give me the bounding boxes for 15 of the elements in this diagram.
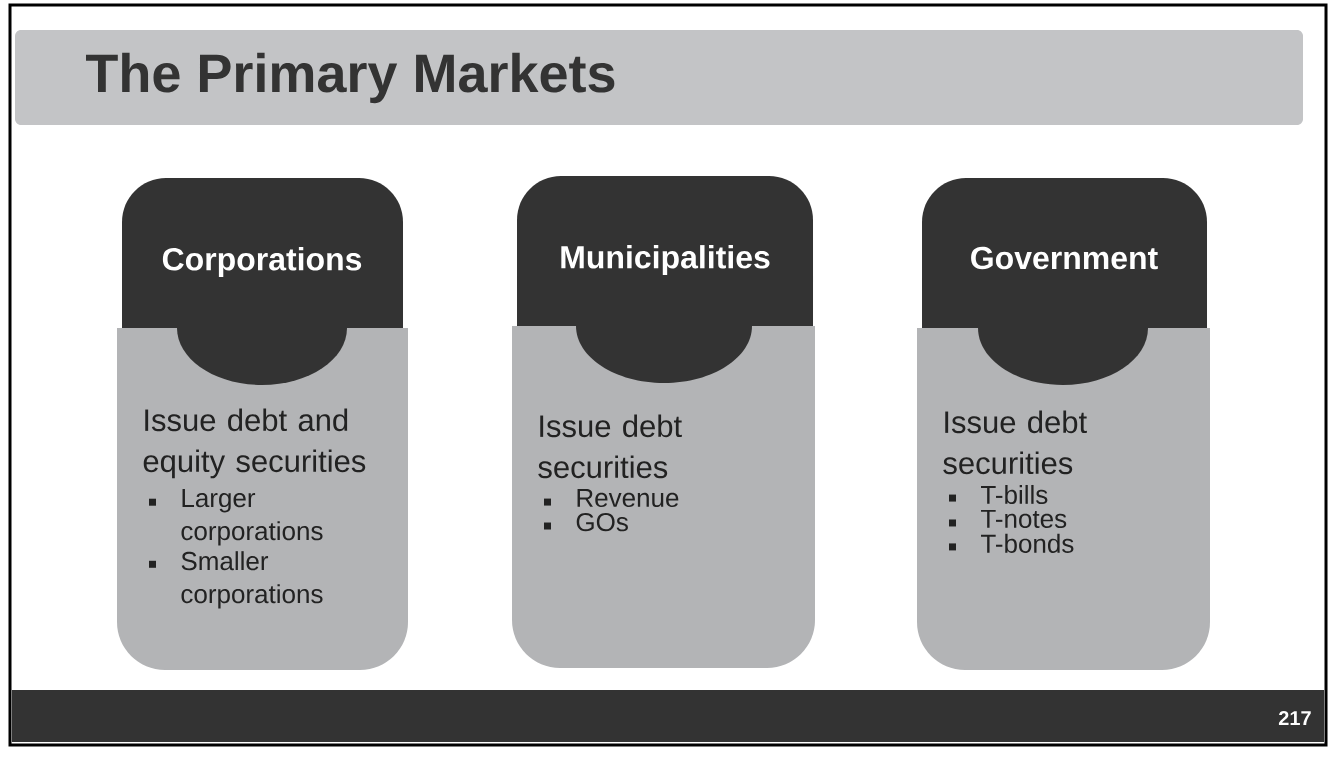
node-label: Government bbox=[971, 246, 1158, 270]
body-heading: Issue debt securities bbox=[538, 414, 682, 479]
title-bar: The Primary Markets bbox=[15, 30, 1303, 125]
bullet-item: Larger corporations bbox=[181, 489, 323, 546]
bullet-item: Smaller corporations bbox=[181, 551, 323, 609]
bullet-item: GOs bbox=[576, 512, 628, 532]
bullet-item: T-bills bbox=[981, 484, 1048, 505]
node-label: Corporations bbox=[162, 247, 362, 277]
body-heading: Issue debt and equity securities bbox=[143, 408, 366, 479]
node-label: Municipalities bbox=[561, 245, 770, 275]
page-number: 217 bbox=[1278, 711, 1311, 725]
bullet-item: T-bonds bbox=[981, 533, 1074, 553]
bullet-item: T-notes bbox=[981, 509, 1067, 528]
bullet-item: Revenue bbox=[577, 489, 679, 508]
body-heading: Issue debt securities bbox=[943, 410, 1087, 475]
